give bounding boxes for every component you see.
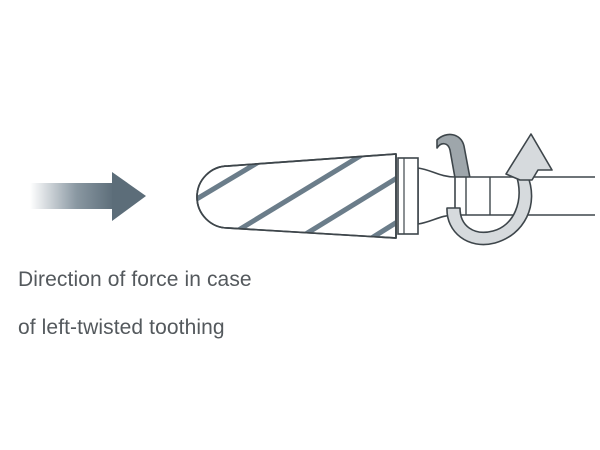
cutter-flutes (197, 154, 396, 238)
force-arrow-icon (30, 172, 146, 221)
caption: Direction of force in case of left-twist… (18, 256, 318, 352)
rotation-arrow-icon (446, 133, 553, 246)
cutting-head (196, 153, 397, 239)
caption-line-2: of left-twisted toothing (18, 316, 225, 339)
caption-line-1: Direction of force in case (18, 268, 252, 291)
rotation-band-back (436, 133, 471, 179)
tool-collar (397, 157, 419, 235)
